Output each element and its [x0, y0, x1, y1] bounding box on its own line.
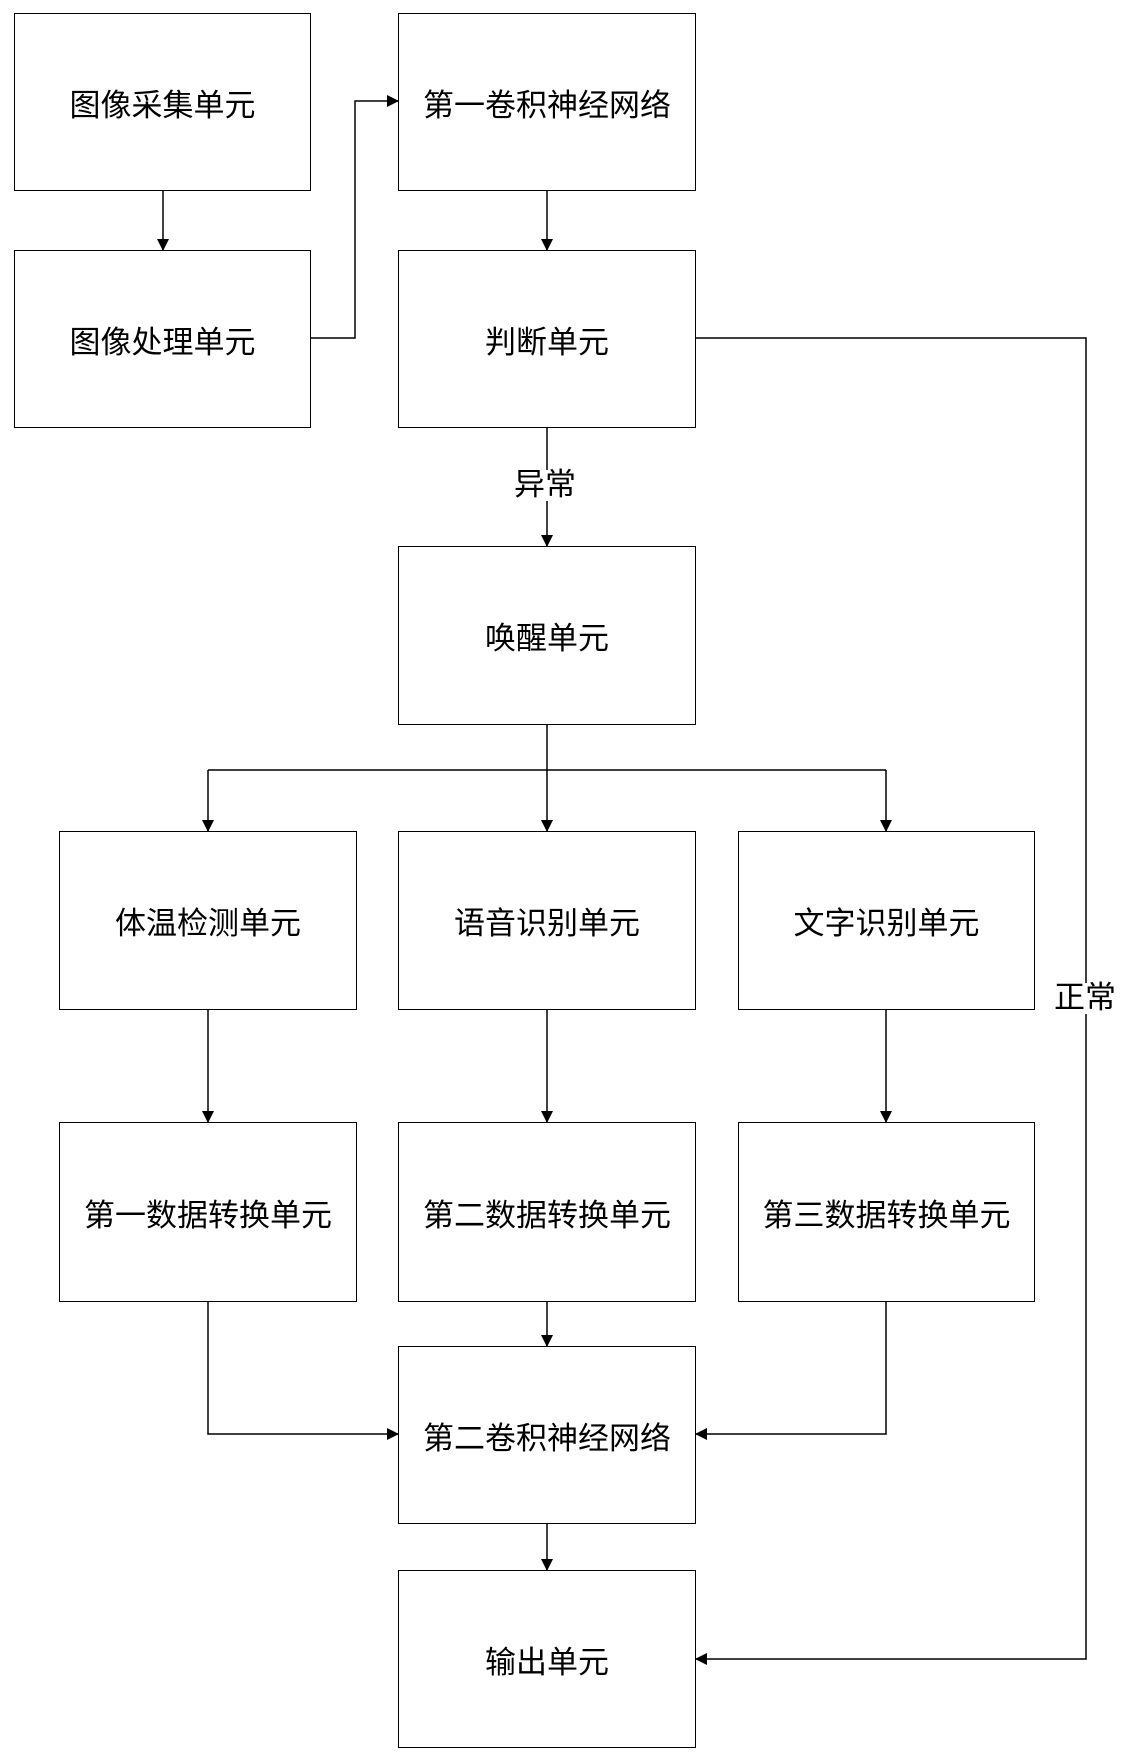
first-data-conversion-unit-box: 第一数据转换单元	[59, 1122, 357, 1302]
judgment-unit-box: 判断单元	[398, 250, 696, 428]
speech-recognition-unit-label: 语音识别单元	[454, 898, 640, 943]
speech-recognition-unit-box: 语音识别单元	[398, 831, 696, 1010]
output-unit-box: 输出单元	[398, 1570, 696, 1748]
text-recognition-unit-box: 文字识别单元	[738, 831, 1035, 1010]
second-cnn-box: 第二卷积神经网络	[398, 1346, 696, 1524]
second-cnn-label: 第二卷积神经网络	[423, 1413, 671, 1458]
image-processing-unit-label: 图像处理单元	[70, 317, 256, 362]
arrow-conversion-third-to-cnn-second	[696, 1302, 886, 1434]
third-data-conversion-unit-label: 第三数据转换单元	[763, 1190, 1011, 1235]
second-data-conversion-unit-label: 第二数据转换单元	[423, 1190, 671, 1235]
first-cnn-label: 第一卷积神经网络	[423, 80, 671, 125]
wakeup-unit-label: 唤醒单元	[485, 613, 609, 658]
text-recognition-unit-label: 文字识别单元	[794, 898, 980, 943]
wakeup-unit-box: 唤醒单元	[398, 546, 696, 725]
edge-label-abnormal: 异常	[514, 470, 576, 501]
temperature-detection-unit-box: 体温检测单元	[59, 831, 357, 1010]
first-data-conversion-unit-label: 第一数据转换单元	[84, 1190, 332, 1235]
temperature-detection-unit-label: 体温检测单元	[115, 898, 301, 943]
first-cnn-box: 第一卷积神经网络	[398, 13, 696, 191]
third-data-conversion-unit-box: 第三数据转换单元	[738, 1122, 1035, 1302]
image-capture-unit-box: 图像采集单元	[14, 13, 311, 191]
image-processing-unit-box: 图像处理单元	[14, 250, 311, 428]
arrow-conversion-first-to-cnn-second	[208, 1302, 398, 1434]
image-capture-unit-label: 图像采集单元	[70, 80, 256, 125]
judgment-unit-label: 判断单元	[485, 317, 609, 362]
output-unit-label: 输出单元	[485, 1637, 609, 1682]
edge-label-normal: 正常	[1054, 983, 1116, 1014]
arrow-processing-to-cnn-first	[310, 101, 398, 338]
second-data-conversion-unit-box: 第二数据转换单元	[398, 1122, 696, 1302]
